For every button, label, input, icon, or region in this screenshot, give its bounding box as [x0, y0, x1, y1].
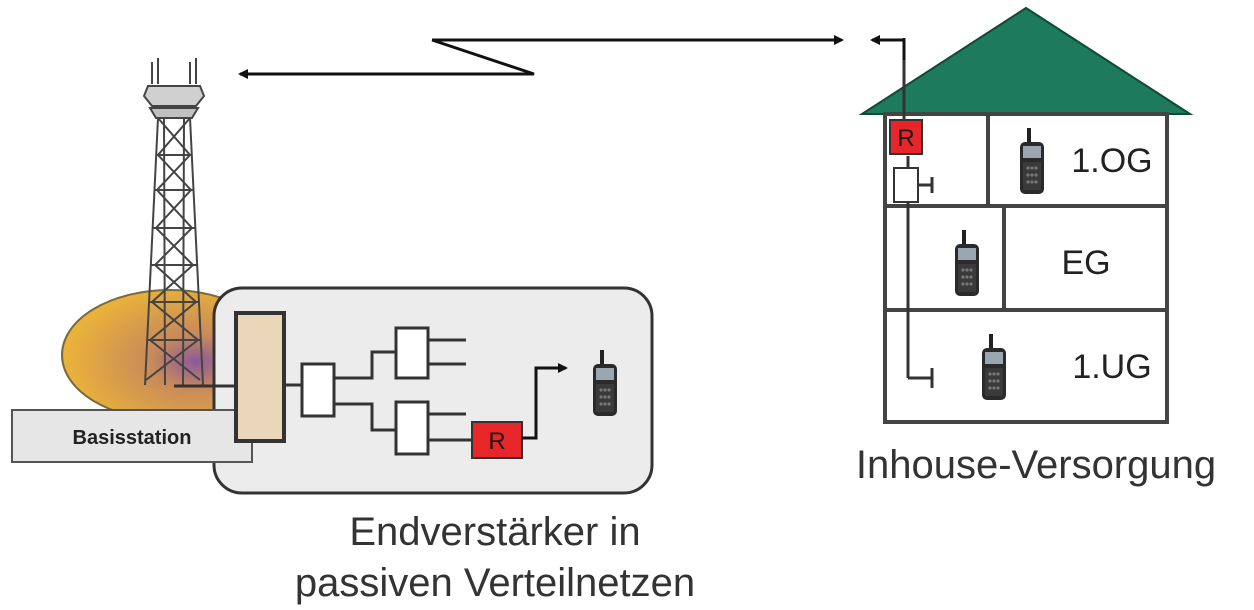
repeater-house-label: R: [897, 125, 914, 152]
main-splitter: [236, 313, 284, 441]
radio-link: [240, 40, 842, 74]
floor-label-eg: EG: [1061, 244, 1110, 282]
base-station-label: Basisstation: [73, 427, 192, 449]
inhouse-caption: Inhouse-Versorgung: [856, 443, 1216, 487]
base-station-box: Basisstation: [12, 410, 252, 462]
left-caption-line2: passiven Verteilnetzen: [295, 561, 695, 605]
house-roof: [862, 8, 1190, 114]
repeater-left: R: [472, 422, 522, 458]
repeater-house: R: [890, 120, 922, 154]
floor-label-1og: 1.OG: [1071, 142, 1152, 180]
left-caption-line1: Endverstärker in: [349, 510, 640, 554]
floor-label-1ug: 1.UG: [1072, 348, 1151, 386]
repeater-left-label: R: [488, 428, 505, 455]
